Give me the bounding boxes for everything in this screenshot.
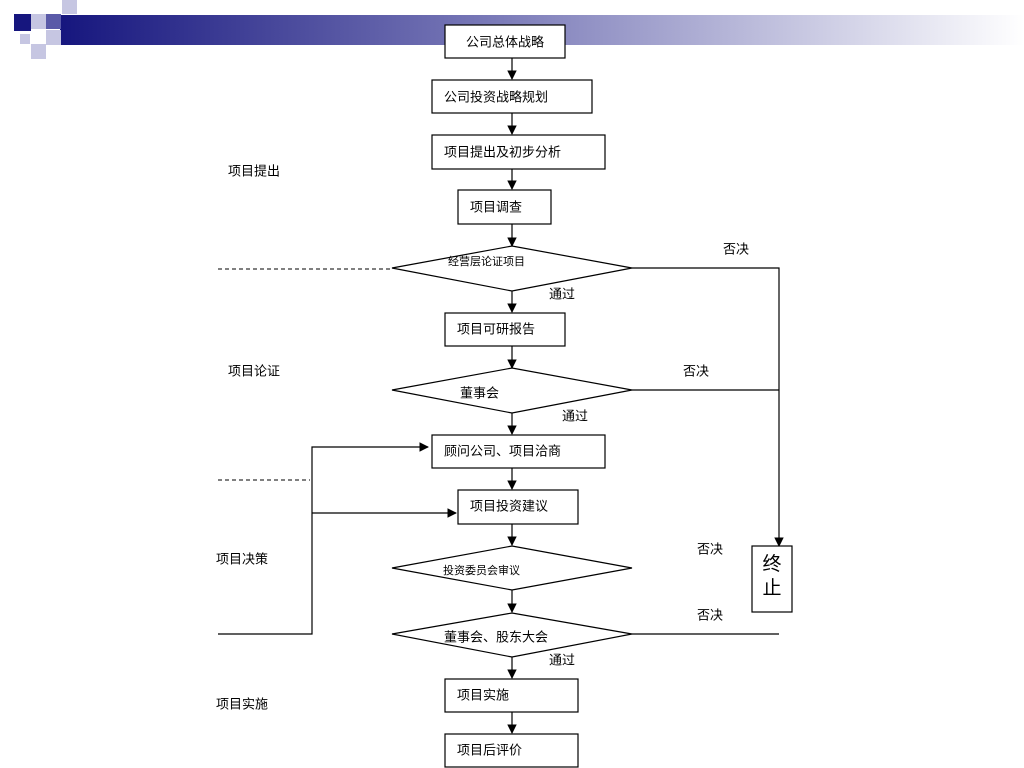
- decision-board-shareholders-label: 董事会、股东大会: [444, 631, 548, 646]
- node-feasibility-label: 项目可研报告: [457, 323, 535, 338]
- node-terminate: 终 止: [751, 545, 793, 613]
- decision-mgmt-review: 经营层论证项目: [391, 245, 633, 292]
- phase-label-implement: 项目实施: [216, 698, 268, 713]
- decision-mgmt-review-label: 经营层论证项目: [448, 254, 525, 268]
- edge-label-reject-3: 否决: [697, 543, 723, 558]
- node-proposal: 项目提出及初步分析: [431, 134, 606, 170]
- node-invest-advice: 项目投资建议: [457, 489, 579, 525]
- node-consult: 顾问公司、项目洽商: [431, 434, 606, 469]
- node-terminate-label-1: 终: [762, 553, 781, 575]
- decision-committee-label: 投资委员会审议: [443, 563, 520, 577]
- node-post-eval-label: 项目后评价: [457, 744, 522, 759]
- node-proposal-label: 项目提出及初步分析: [444, 145, 561, 161]
- node-strategy: 公司总体战略: [444, 24, 566, 59]
- edge-label-reject-4: 否决: [697, 609, 723, 624]
- node-terminate-label-2: 止: [762, 577, 781, 599]
- decision-board-shareholders: 董事会、股东大会: [391, 612, 633, 658]
- phase-label-argue: 项目论证: [228, 365, 280, 380]
- decision-committee: 投资委员会审议: [391, 545, 633, 591]
- node-survey: 项目调查: [457, 189, 552, 225]
- node-investment-plan-label: 公司投资战略规划: [444, 90, 548, 106]
- reject-paths: [632, 267, 784, 635]
- decision-board: 董事会: [391, 367, 633, 414]
- edge-label-pass-3: 通过: [549, 654, 575, 669]
- node-strategy-label: 公司总体战略: [466, 35, 544, 51]
- phase-label-decide: 项目决策: [216, 552, 268, 568]
- node-investment-plan: 公司投资战略规划: [431, 79, 593, 114]
- edge-label-reject-1: 否决: [723, 243, 749, 258]
- phase-label-propose: 项目提出: [228, 164, 280, 180]
- feedback-loop: [218, 442, 457, 635]
- node-post-eval: 项目后评价: [444, 733, 579, 768]
- edge-label-reject-2: 否决: [683, 365, 709, 380]
- edge-label-pass-1: 通过: [549, 288, 575, 303]
- node-invest-advice-label: 项目投资建议: [470, 499, 548, 515]
- node-feasibility: 项目可研报告: [444, 312, 566, 347]
- node-implement: 项目实施: [444, 678, 579, 713]
- edge-label-pass-2: 通过: [562, 410, 588, 425]
- node-consult-label: 顾问公司、项目洽商: [444, 445, 561, 460]
- node-implement-label: 项目实施: [457, 689, 509, 704]
- decision-board-label: 董事会: [460, 387, 499, 402]
- node-survey-label: 项目调查: [470, 201, 522, 216]
